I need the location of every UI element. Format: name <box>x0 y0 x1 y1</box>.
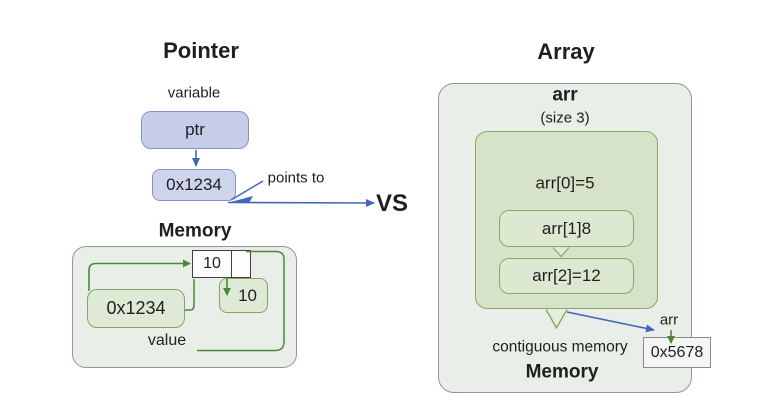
memory-address-box: 0x1234 <box>87 289 185 328</box>
array-address-box: 0x5678 <box>643 337 711 368</box>
memory-cell-empty <box>232 251 250 277</box>
value-label: value <box>147 332 187 349</box>
points-to-arrow <box>227 198 375 207</box>
pointer-address-box: 0x1234 <box>152 169 236 201</box>
memory-cell: 10 <box>192 250 251 278</box>
array-name: arr <box>552 84 578 106</box>
array-element-1-box: arr[1]8 <box>499 210 634 247</box>
arr-pointer-label: arr <box>659 311 679 329</box>
vs-label: VS <box>375 190 409 217</box>
pointer-address-value: 0x1234 <box>166 175 222 194</box>
ptr-variable-box: ptr <box>141 111 249 149</box>
memory-address-value: 0x1234 <box>106 298 166 318</box>
pointer-title: Pointer <box>163 38 239 63</box>
pointer-memory-title: Memory <box>158 220 232 242</box>
memory-copy-box: 10 <box>219 278 268 313</box>
array-element-0: arr[0]=5 <box>535 173 595 193</box>
variable-label: variable <box>167 84 221 102</box>
array-memory-title: Memory <box>525 361 599 383</box>
array-address-value: 0x5678 <box>650 343 704 361</box>
array-title: Array <box>537 39 595 64</box>
memory-cell-value: 10 <box>193 251 232 277</box>
array-element-2: arr[2]=12 <box>532 266 601 285</box>
ptr-variable-label: ptr <box>185 120 205 139</box>
array-element-1: arr[1]8 <box>541 218 592 238</box>
contiguous-memory-label: contiguous memory <box>492 338 628 356</box>
array-size-label: (size 3) <box>540 109 590 127</box>
points-to-label: points to <box>267 169 325 187</box>
memory-copy-value: 10 <box>238 285 257 305</box>
array-element-2-box: arr[2]=12 <box>499 258 634 294</box>
